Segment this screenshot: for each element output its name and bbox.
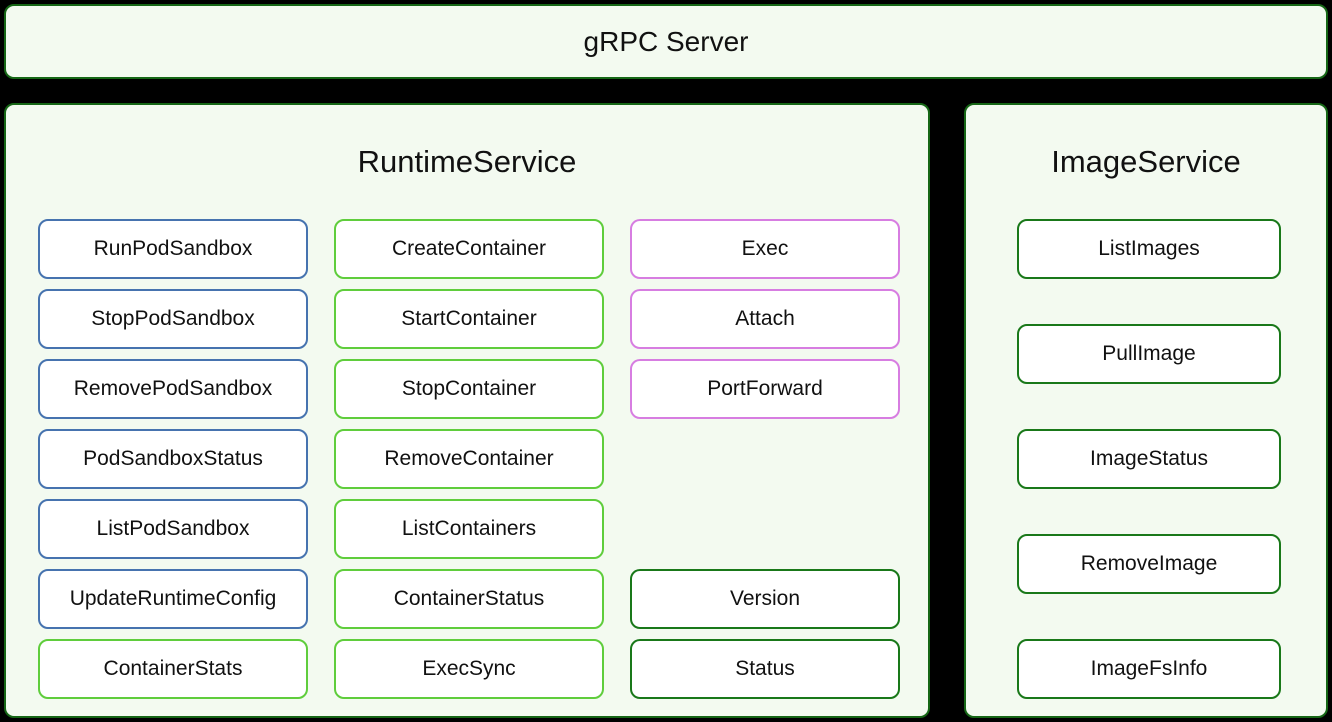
method-attach: Attach bbox=[630, 289, 900, 349]
method-portforward: PortForward bbox=[630, 359, 900, 419]
runtime-service-title: RuntimeService bbox=[357, 144, 577, 179]
method-listimages: ListImages bbox=[1017, 219, 1281, 279]
method-version: Version bbox=[630, 569, 900, 629]
method-listpodsandbox: ListPodSandbox bbox=[38, 499, 308, 559]
method-podsandboxstatus: PodSandboxStatus bbox=[38, 429, 308, 489]
method-exec: Exec bbox=[630, 219, 900, 279]
method-stoppodsandbox: StopPodSandbox bbox=[38, 289, 308, 349]
method-removecontainer: RemoveContainer bbox=[334, 429, 604, 489]
method-startcontainer: StartContainer bbox=[334, 289, 604, 349]
method-removepodsandbox: RemovePodSandbox bbox=[38, 359, 308, 419]
method-pullimage: PullImage bbox=[1017, 324, 1281, 384]
grpc-server-box: gRPC Server bbox=[4, 4, 1328, 79]
method-containerstats: ContainerStats bbox=[38, 639, 308, 699]
method-imagefsinfo: ImageFsInfo bbox=[1017, 639, 1281, 699]
method-removeimage: RemoveImage bbox=[1017, 534, 1281, 594]
method-status: Status bbox=[630, 639, 900, 699]
method-runpodsandbox: RunPodSandbox bbox=[38, 219, 308, 279]
runtime-service-panel: RuntimeService RunPodSandbox StopPodSand… bbox=[4, 103, 930, 718]
method-updateruntimeconfig: UpdateRuntimeConfig bbox=[38, 569, 308, 629]
method-stopcontainer: StopContainer bbox=[334, 359, 604, 419]
method-containerstatus: ContainerStatus bbox=[334, 569, 604, 629]
method-listcontainers: ListContainers bbox=[334, 499, 604, 559]
image-service-title: ImageService bbox=[1051, 144, 1241, 179]
method-imagestatus: ImageStatus bbox=[1017, 429, 1281, 489]
method-createcontainer: CreateContainer bbox=[334, 219, 604, 279]
image-service-panel: ImageService ListImages PullImage ImageS… bbox=[964, 103, 1328, 718]
grpc-server-title: gRPC Server bbox=[583, 25, 749, 57]
method-execsync: ExecSync bbox=[334, 639, 604, 699]
